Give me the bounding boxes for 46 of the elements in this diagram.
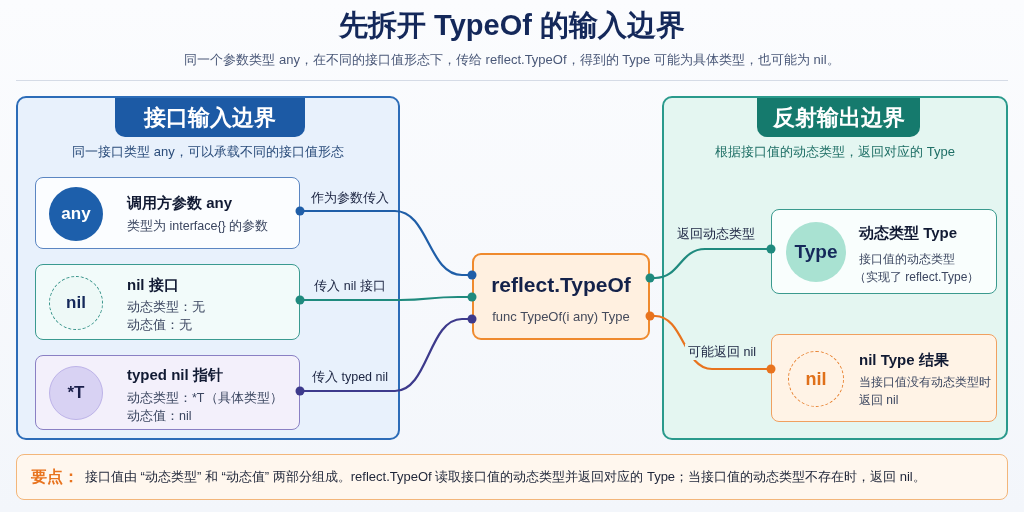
card-text: 接口值的动态类型: [859, 251, 955, 268]
function-box: [472, 253, 650, 340]
edge-label: 可能返回 nil: [685, 344, 759, 360]
function-signature: func TypeOf(i any) Type: [492, 308, 630, 326]
input-card: [35, 355, 300, 430]
card-text: 当接口值没有动态类型时返回 nil: [859, 374, 992, 409]
input-panel: [16, 96, 400, 440]
output-panel: [662, 96, 1008, 440]
value-circle: Type: [786, 222, 846, 282]
value-circle: any: [49, 187, 103, 241]
value-circle: nil: [49, 276, 103, 330]
card-text: 类型为 interface{} 的参数: [127, 218, 269, 235]
title: 先拆开 TypeOf 的输入边界: [339, 8, 685, 43]
note-label: 要点：: [31, 467, 79, 487]
panel-subtitle: 同一接口类型 any，可以承载不同的接口值形态: [72, 143, 344, 161]
edge-label: 返回动态类型: [674, 226, 758, 242]
card-heading: 动态类型 Type: [859, 223, 958, 243]
note-box: [16, 454, 1008, 500]
note-text: 接口值由 “动态类型” 和 “动态值” 两部分组成。reflect.TypeOf 读取接口值的动态类型并返回对应的 Type；当接口值的动态类型不存在时，返回 nil。: [85, 468, 926, 486]
input-card: [35, 264, 300, 340]
subtitle: 同一个参数类型 any，在不同的接口值形态下，传给 reflect.TypeOf，得到的 Type 可能为具体类型，也可能为 nil。: [184, 51, 840, 69]
card-heading: 调用方参数 any: [127, 193, 232, 213]
card-heading: nil 接口: [127, 275, 179, 295]
card-text: （实现了 reflect.Type）: [854, 269, 980, 286]
connector: [645, 311, 776, 374]
connector: [295, 292, 477, 305]
card-heading: typed nil 指针: [127, 365, 223, 385]
connector: [645, 244, 776, 283]
connector: [295, 314, 477, 396]
card-text: 动态值：nil: [127, 408, 192, 425]
card-text: 动态类型：*T（具体类型）: [127, 390, 283, 407]
connector: [295, 206, 477, 280]
panel-subtitle: 根据接口值的动态类型，返回对应的 Type: [715, 143, 955, 161]
input-card: [35, 177, 300, 249]
card-heading: nil Type 结果: [859, 350, 949, 370]
edge-label: 作为参数传入: [308, 190, 392, 206]
value-circle: nil: [788, 351, 844, 407]
result-card: [771, 209, 997, 294]
card-text: 动态类型：无: [127, 299, 205, 316]
panel-heading: 接口输入边界: [115, 98, 305, 137]
function-name: reflect.TypeOf: [491, 272, 631, 298]
panel-heading: 反射输出边界: [757, 98, 920, 137]
card-text: 动态值：无: [127, 317, 192, 334]
result-card: [771, 334, 997, 422]
edge-label: 传入 typed nil: [309, 369, 391, 385]
value-circle: *T: [49, 366, 103, 420]
